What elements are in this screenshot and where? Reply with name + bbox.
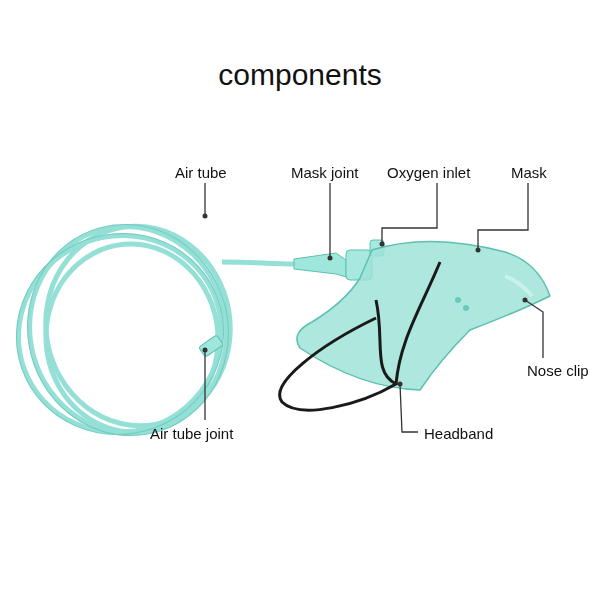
part-label: Air tube <box>175 164 227 182</box>
leader-dot <box>203 214 208 219</box>
part-label: Mask <box>511 164 547 182</box>
leader-dot <box>328 256 333 261</box>
tube-run <box>222 262 296 264</box>
leader-line <box>204 183 205 216</box>
leader-dots <box>203 214 528 387</box>
tube-edge <box>0 202 252 464</box>
air-tube-joint-part <box>199 335 224 357</box>
tube-coil-edge <box>0 204 252 463</box>
tube-coil-edge <box>4 202 252 459</box>
vent-hole <box>463 305 469 311</box>
part-label: Nose clip <box>527 362 589 380</box>
leader-dot <box>380 242 385 247</box>
strap <box>396 262 440 384</box>
part-label: Headband <box>424 425 493 443</box>
leader-line <box>478 183 528 250</box>
part-label: Mask joint <box>291 164 359 182</box>
coiled-tube <box>0 204 296 461</box>
strap-loop <box>280 300 396 410</box>
leader-line <box>204 350 205 420</box>
mask-body <box>297 241 550 390</box>
leader-dot <box>476 248 481 253</box>
leader-dot <box>203 348 208 353</box>
vent-hole <box>455 297 461 303</box>
leader-line <box>525 300 543 358</box>
leader-dot <box>398 382 403 387</box>
mask-joint-part <box>294 253 346 277</box>
part-label: Oxygen inlet <box>387 164 470 182</box>
tube-coil <box>30 212 246 441</box>
tube-coil <box>6 204 249 456</box>
leader-line <box>329 183 330 258</box>
diagram-title: components <box>0 57 600 93</box>
leader-lines <box>205 183 543 432</box>
nose-clip-part <box>505 276 532 296</box>
part-label: Air tube joint <box>150 425 233 443</box>
tube-coil <box>0 207 249 461</box>
headband-strap <box>280 262 440 410</box>
leader-line <box>382 183 437 244</box>
leader-line <box>400 384 418 432</box>
leader-dot <box>523 298 528 303</box>
